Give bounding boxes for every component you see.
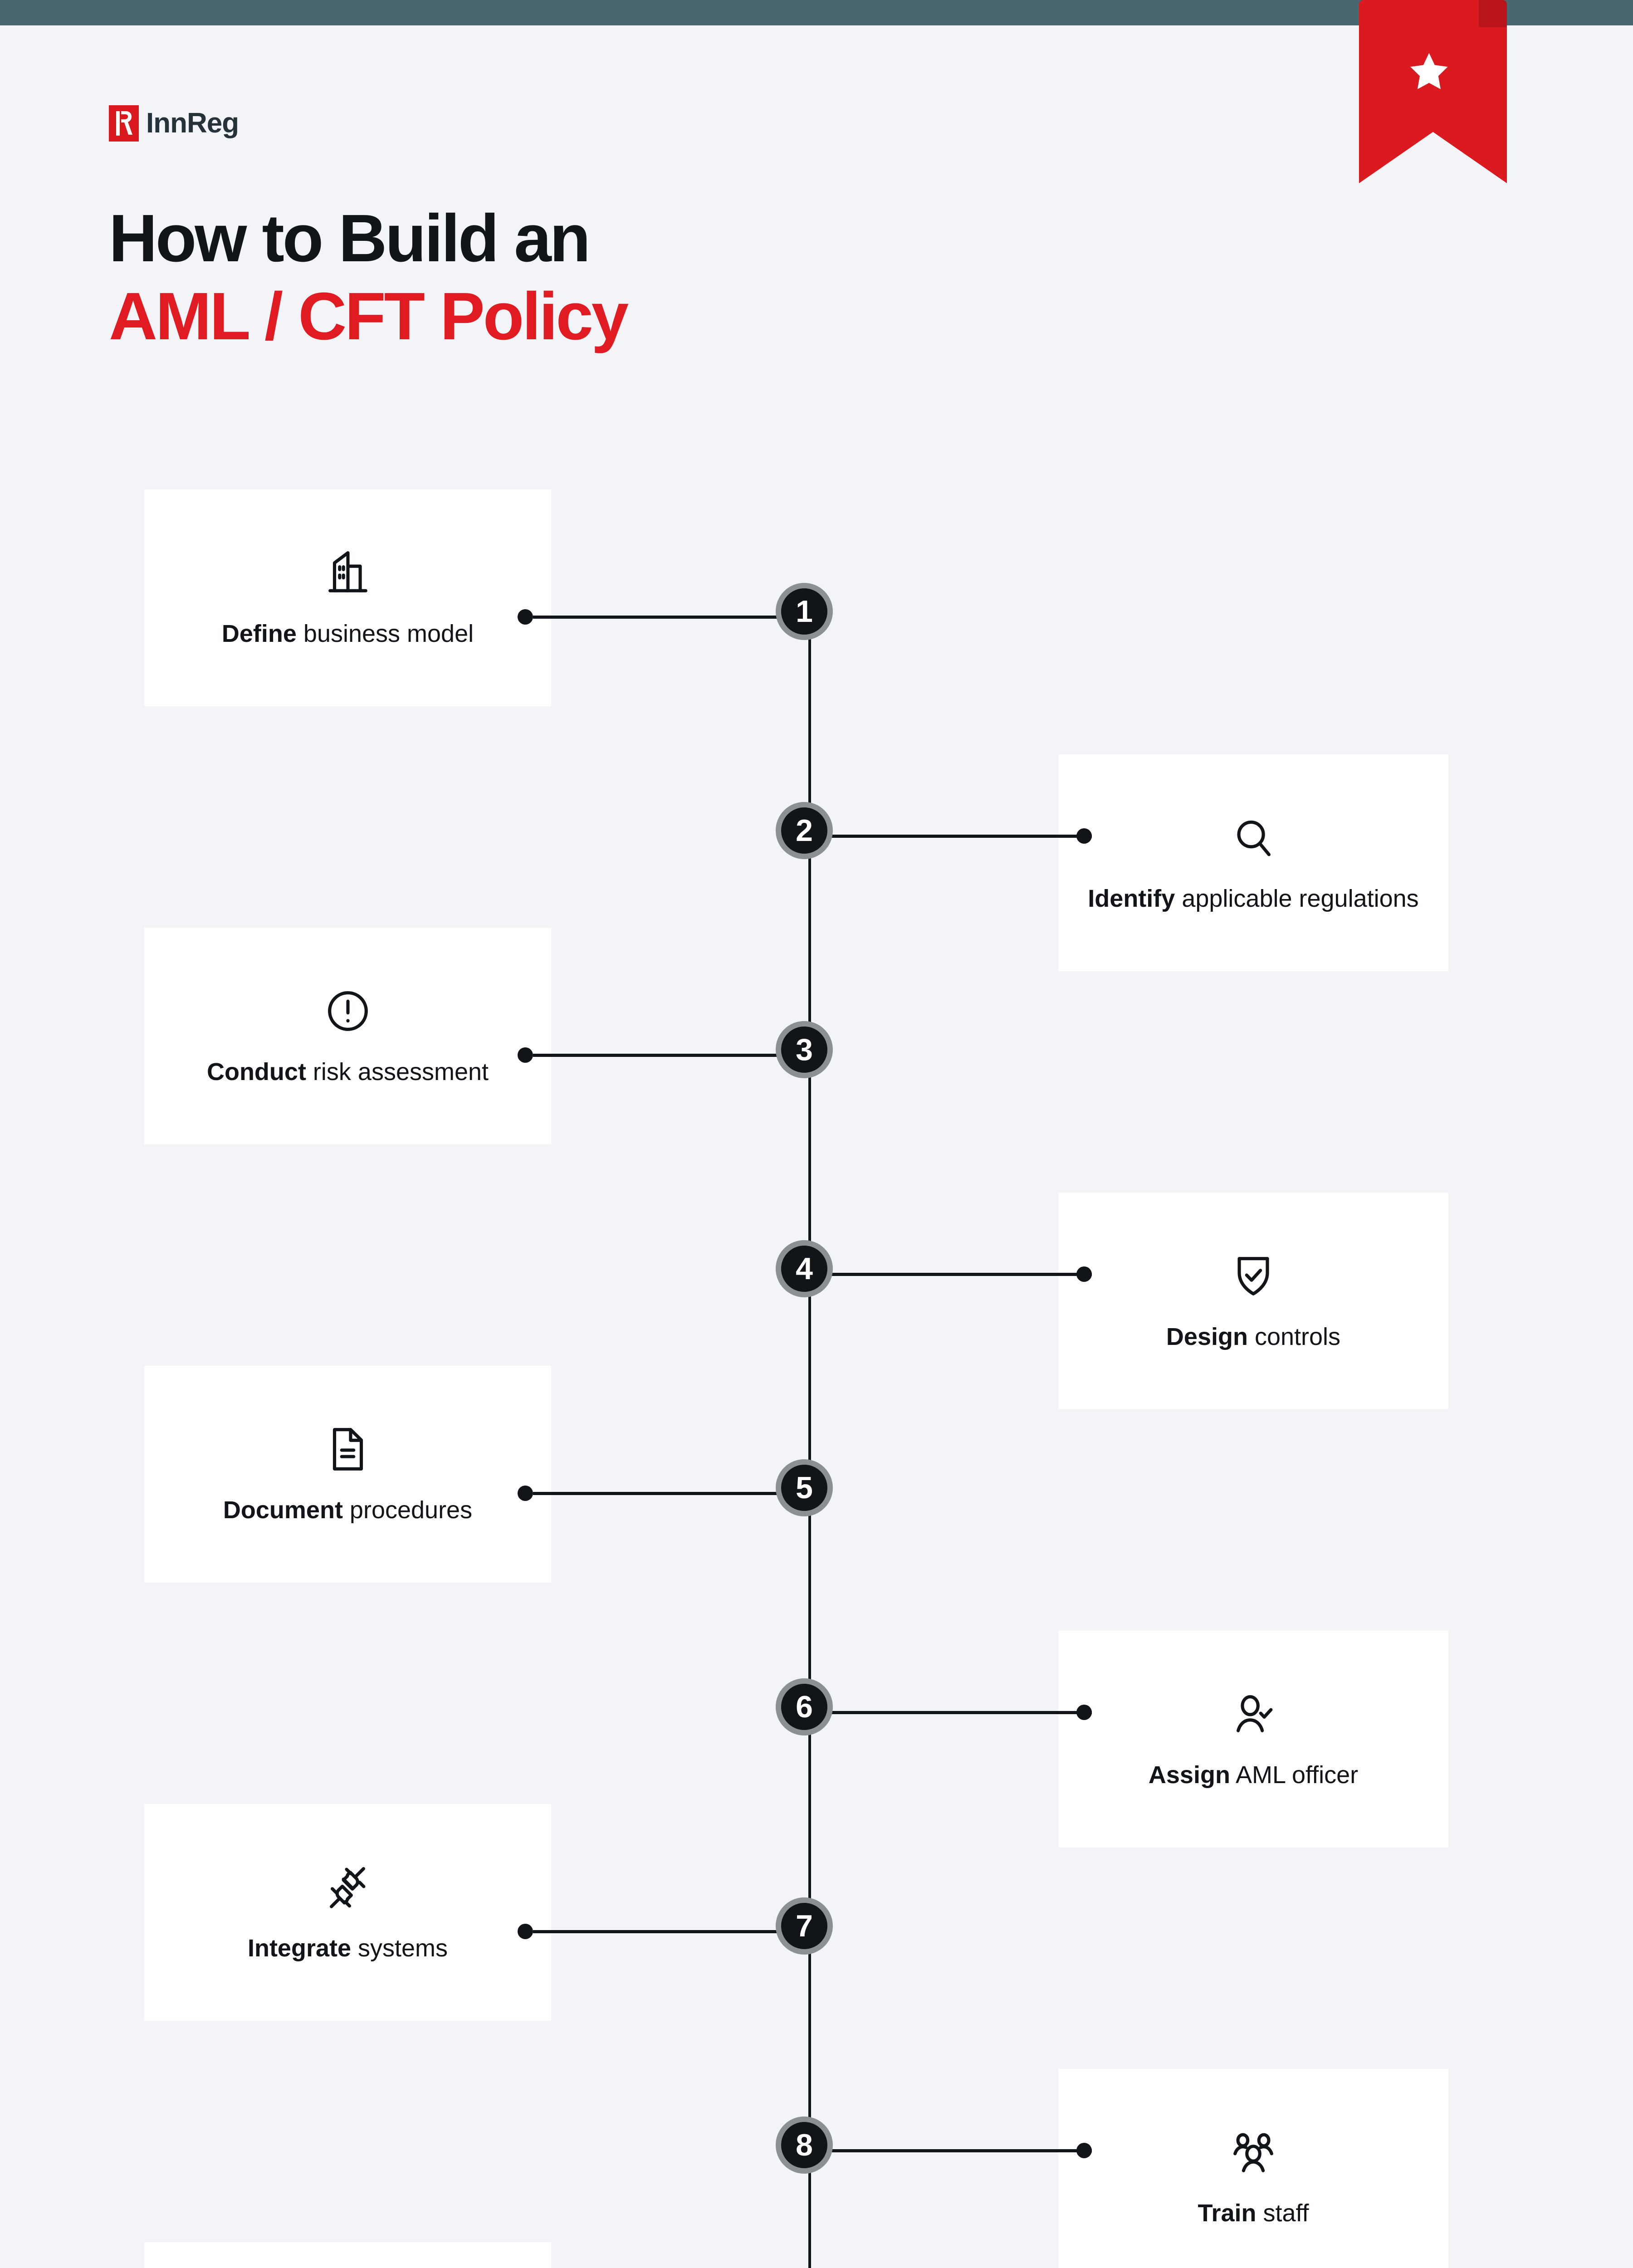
step-connector-dot <box>1076 1705 1092 1720</box>
star-icon <box>1410 53 1448 89</box>
timeline-spine <box>808 617 811 2268</box>
bookmark-ribbon <box>1359 0 1507 183</box>
step-label-rest: controls <box>1247 1323 1341 1350</box>
step-connector <box>823 1711 1092 1714</box>
building-icon <box>321 546 375 600</box>
step-card[interactable]: Define business model <box>144 489 551 706</box>
step-label-rest: AML officer <box>1230 1761 1359 1789</box>
step-label-bold: Identify <box>1088 885 1175 912</box>
step-label-rest: risk assessment <box>306 1058 489 1085</box>
step-number: 8 <box>796 2128 813 2162</box>
brand-wordmark: InnReg <box>146 108 239 139</box>
brand-logo[interactable]: InnReg <box>109 105 239 142</box>
step-label-rest: staff <box>1256 2199 1309 2227</box>
step-connector-dot <box>518 1486 533 1501</box>
step-label-bold: Assign <box>1148 1761 1230 1789</box>
step-number-circle[interactable]: 4 <box>776 1240 833 1297</box>
step-label: Design controls <box>1166 1321 1340 1353</box>
step-number: 2 <box>796 813 813 848</box>
step-number: 7 <box>796 1909 813 1943</box>
step-number: 4 <box>796 1251 813 1286</box>
step-connector-dot <box>518 1047 533 1063</box>
page-title: How to Build an AML / CFT Policy <box>109 200 629 355</box>
step-label-bold: Document <box>223 1496 343 1524</box>
step-card[interactable]: Integrate systems <box>144 1804 551 2021</box>
step-label-rest: business model <box>296 620 474 647</box>
step-label-bold: Integrate <box>247 1934 352 1962</box>
step-card[interactable]: Train staff <box>1058 2069 1448 2268</box>
alert-circle-icon <box>321 984 375 1038</box>
step-connector <box>533 1492 804 1495</box>
shield-check-icon <box>1227 1249 1280 1303</box>
step-connector-dot <box>1076 1266 1092 1282</box>
step-connector <box>533 1054 804 1057</box>
step-label-bold: Define <box>221 620 297 647</box>
step-number-circle[interactable]: 7 <box>776 1897 833 1955</box>
step-number-circle[interactable]: 5 <box>776 1459 833 1516</box>
step-card[interactable]: Document procedures <box>144 1366 551 1583</box>
step-label-rest: applicable regulations <box>1175 885 1419 912</box>
people-group-icon <box>1227 2126 1280 2179</box>
magnifier-icon <box>1227 811 1280 865</box>
title-line-1: How to Build an <box>109 201 591 276</box>
step-label: Conduct risk assessment <box>207 1056 489 1088</box>
step-label: Integrate systems <box>248 1932 448 1964</box>
title-line-2: AML / CFT Policy <box>109 279 629 354</box>
step-label-bold: Design <box>1166 1323 1248 1350</box>
step-connector-dot <box>518 1924 533 1939</box>
step-label-rest: procedures <box>342 1496 473 1524</box>
user-check-icon <box>1227 1687 1280 1741</box>
innreg-r-mark-icon <box>109 105 139 142</box>
step-label: Assign AML officer <box>1149 1759 1358 1791</box>
step-number: 1 <box>796 594 813 629</box>
step-label: Define business model <box>222 618 474 650</box>
step-label-rest: systems <box>351 1934 448 1962</box>
plug-connect-icon <box>321 1861 375 1914</box>
step-connector-dot <box>1076 2143 1092 2158</box>
step-number-circle[interactable]: 8 <box>776 2116 833 2174</box>
ribbon-fold <box>1479 0 1507 27</box>
step-label-bold: Conduct <box>206 1058 306 1085</box>
document-lines-icon <box>321 1422 375 1476</box>
step-label: Identify applicable regulations <box>1088 883 1418 914</box>
step-number: 6 <box>796 1690 813 1724</box>
step-label-bold: Train <box>1198 2199 1257 2227</box>
step-connector-dot <box>1076 828 1092 844</box>
step-label: Document procedures <box>223 1494 472 1526</box>
step-number-circle[interactable]: 3 <box>776 1021 833 1078</box>
step-card[interactable]: Assign AML officer <box>1058 1631 1448 1848</box>
step-label: Train staff <box>1198 2197 1309 2229</box>
step-card[interactable]: Conduct risk assessment <box>144 928 551 1144</box>
step-card[interactable]: Identify applicable regulations <box>1058 754 1448 971</box>
step-number-circle[interactable]: 2 <box>776 802 833 859</box>
step-connector <box>533 1930 804 1933</box>
step-connector <box>823 1273 1092 1276</box>
step-number: 5 <box>796 1471 813 1505</box>
step-number-circle[interactable]: 6 <box>776 1678 833 1735</box>
step-connector <box>533 616 804 619</box>
step-card[interactable]: Test and revise AML /CFT policy <box>144 2242 551 2268</box>
step-number: 3 <box>796 1032 813 1067</box>
step-connector <box>823 2149 1092 2152</box>
step-connector <box>823 835 1092 838</box>
step-number-circle[interactable]: 1 <box>776 583 833 640</box>
step-card[interactable]: Design controls <box>1058 1193 1448 1409</box>
step-connector-dot <box>518 609 533 625</box>
